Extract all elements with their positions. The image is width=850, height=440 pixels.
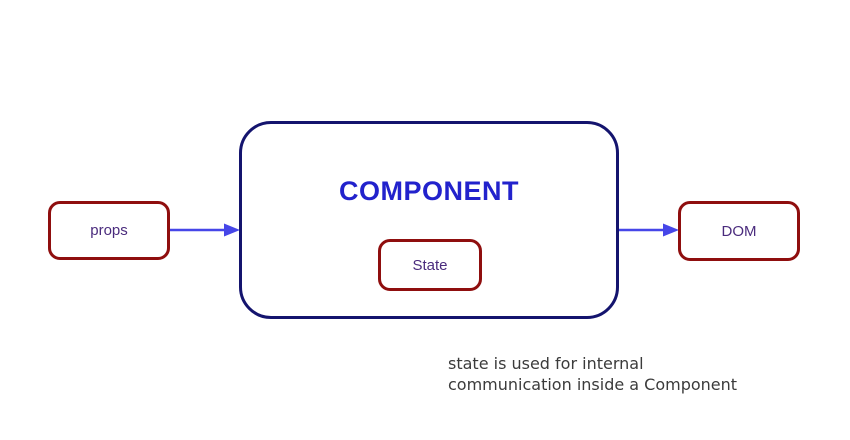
- state-node-label: State: [412, 256, 448, 274]
- component-node: COMPONENT: [239, 121, 619, 319]
- dom-node: DOM: [678, 201, 800, 261]
- right-arrow-icon: [170, 222, 240, 238]
- state-node: State: [378, 239, 482, 291]
- component-node-label: COMPONENT: [339, 176, 519, 206]
- caption-line-2: communication inside a Component: [448, 375, 738, 394]
- caption-line-1: state is used for internal: [448, 354, 644, 373]
- dom-node-label: DOM: [721, 222, 757, 240]
- props-node: props: [48, 201, 170, 260]
- right-arrow-icon: [619, 222, 679, 238]
- props-node-label: props: [90, 222, 128, 239]
- caption: state is used for internal communication…: [448, 353, 737, 395]
